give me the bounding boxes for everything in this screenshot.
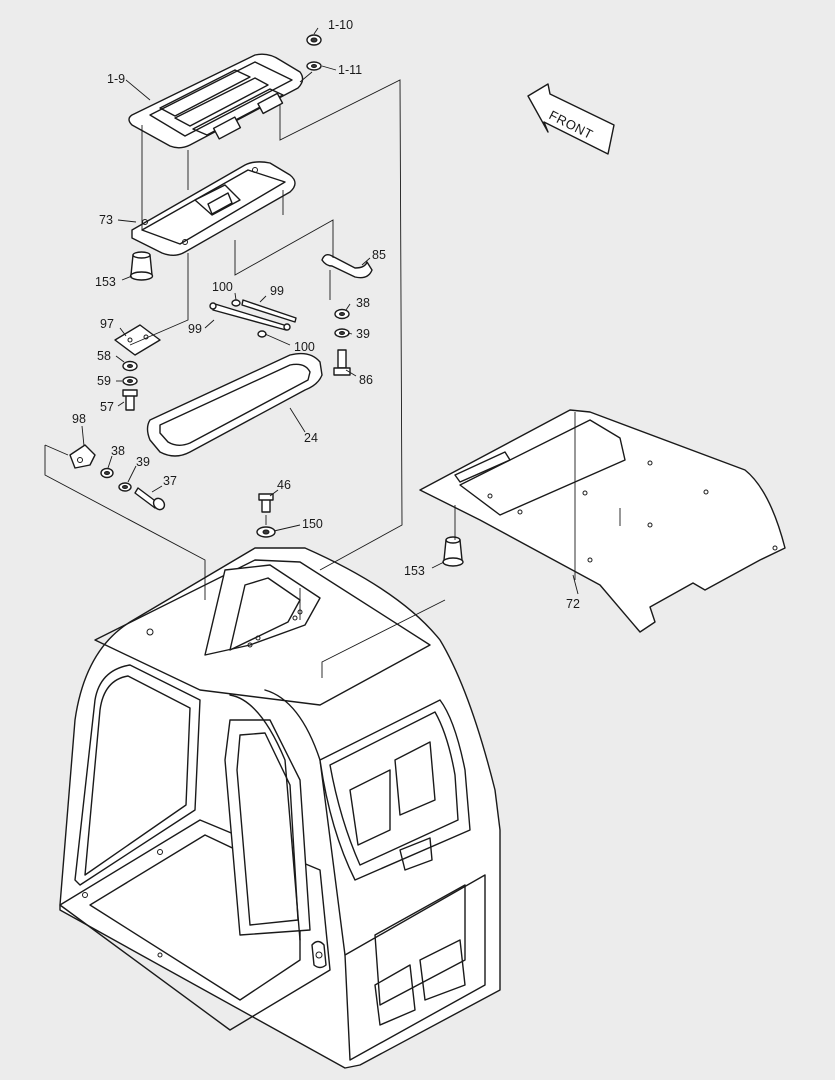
washer-39-left	[118, 482, 132, 492]
callout-97: 97	[100, 317, 114, 331]
callout-39-left: 39	[136, 455, 150, 469]
bracket-97	[114, 324, 161, 356]
bracket-98	[69, 444, 96, 469]
handle-85	[321, 253, 373, 279]
callout-38-left: 38	[111, 444, 125, 458]
hatch-frame-73	[131, 161, 296, 256]
callout-58: 58	[97, 349, 111, 363]
callout-39-right: 39	[356, 327, 370, 341]
callout-37: 37	[163, 474, 177, 488]
washer-150	[256, 526, 276, 538]
roof-panel-72	[419, 409, 786, 633]
callout-153-upper: 153	[95, 275, 116, 289]
callout-73: 73	[99, 213, 113, 227]
callout-98: 98	[72, 412, 86, 426]
callout-59: 59	[97, 374, 111, 388]
washer-38-right	[334, 308, 350, 320]
callout-85: 85	[372, 248, 386, 262]
callout-150: 150	[302, 517, 323, 531]
callout-86: 86	[359, 373, 373, 387]
nut-58	[122, 360, 138, 372]
stud-153-lower	[442, 536, 464, 567]
seal-ring-24	[146, 352, 323, 457]
stud-153-upper	[129, 251, 154, 281]
hatch-cover-1-9	[128, 53, 304, 149]
callout-1-11: 1-11	[338, 63, 362, 77]
bolt-37	[134, 487, 166, 511]
washer-1-11	[306, 61, 322, 71]
callout-72: 72	[566, 597, 580, 611]
callout-labels: 1-10 1-11 1-9 73 153 85 100 99 38 99 39 …	[72, 18, 580, 611]
callout-1-10: 1-10	[328, 18, 353, 32]
callout-38-right: 38	[356, 296, 370, 310]
bolt-86	[333, 349, 351, 376]
callout-99-upper: 99	[270, 284, 284, 298]
washer-38-left	[100, 467, 114, 479]
callout-57: 57	[100, 400, 114, 414]
callout-46: 46	[277, 478, 291, 492]
bolt-46	[258, 493, 274, 513]
callout-100-upper: 100	[212, 280, 233, 294]
cab-body	[59, 547, 501, 1069]
callout-99-lower: 99	[188, 322, 202, 336]
callout-1-9: 1-9	[107, 72, 125, 86]
pins-99-100	[209, 299, 297, 338]
assembly-lines	[44, 27, 621, 678]
callout-100-lower: 100	[294, 340, 315, 354]
washer-39-right	[334, 328, 350, 338]
callout-24: 24	[304, 431, 318, 445]
nut-1-10	[306, 34, 322, 46]
callout-153-lower: 153	[404, 564, 425, 578]
front-direction-arrow: FRONT	[527, 83, 615, 155]
washer-59	[122, 376, 138, 386]
bolt-57	[122, 389, 138, 411]
